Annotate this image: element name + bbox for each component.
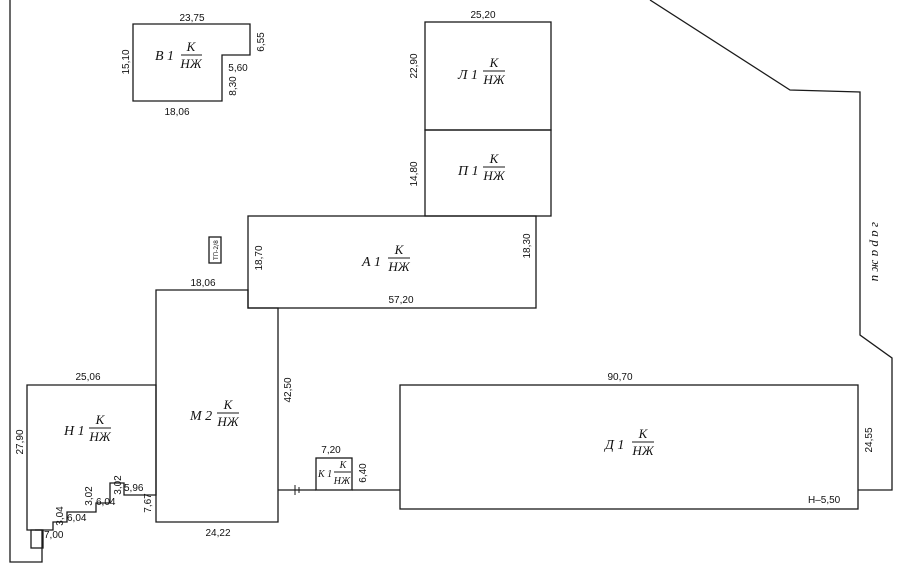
dim-n-s3: 6,04 <box>96 497 116 508</box>
building-d-top: К <box>638 426 649 441</box>
building-v-bottom: НЖ <box>179 56 202 71</box>
building-l-bottom: НЖ <box>482 72 505 87</box>
building-d: 90,70 24,55 Н–5,50 Д 1 К НЖ <box>399 372 875 510</box>
building-m-top: К <box>223 397 234 412</box>
building-a: 18,70 18,30 57,20 А 1 К НЖ <box>247 215 537 309</box>
building-a-bottom: НЖ <box>387 259 410 274</box>
building-k-bottom: НЖ <box>333 476 351 487</box>
garages-label: г а р а ж и <box>869 222 884 282</box>
building-v: 23,75 15,10 6,55 5,60 8,30 18,06 В 1 К Н… <box>121 13 267 118</box>
building-l-top: К <box>489 55 500 70</box>
dim-d-height: Н–5,50 <box>808 495 841 506</box>
dim-a-left: 18,70 <box>254 245 265 270</box>
dim-a-bottom: 57,20 <box>388 295 413 306</box>
building-v-top: К <box>186 39 197 54</box>
dim-m-left: 7,67 <box>143 493 154 513</box>
site-boundary <box>9 0 43 563</box>
dim-k-right: 6,40 <box>358 463 369 483</box>
building-l: 25,20 22,90 Л 1 К НЖ <box>409 10 552 131</box>
dim-n-top: 25,06 <box>75 372 100 383</box>
building-d-name: Д 1 <box>603 438 624 453</box>
dim-k-top: 7,20 <box>321 445 341 456</box>
building-a-top: К <box>394 242 405 257</box>
dim-v-right: 6,55 <box>256 32 267 52</box>
dim-l-top: 25,20 <box>470 10 495 21</box>
building-m-bottom: НЖ <box>216 414 239 429</box>
dim-n-s4: 3,02 <box>84 486 95 506</box>
building-p-name: П 1 <box>457 164 479 179</box>
dim-m-bottom: 24,22 <box>205 528 230 539</box>
building-m-name: М 2 <box>189 409 212 424</box>
building-d-bottom: НЖ <box>631 443 654 458</box>
dim-n-s2: 3,02 <box>113 475 124 495</box>
dim-p-left: 14,80 <box>409 161 420 186</box>
dim-n-s6: 3,04 <box>55 506 66 526</box>
building-l-name: Л 1 <box>457 68 478 83</box>
building-k-name: К 1 <box>317 469 332 480</box>
substation-label: ТП-2/8 <box>213 240 220 261</box>
dim-m-right: 42,50 <box>283 377 294 402</box>
dim-l-left: 22,90 <box>409 53 420 78</box>
site-boundary-east <box>649 0 893 491</box>
building-m: 18,06 42,50 24,22 7,67 М 2 К НЖ <box>143 278 294 539</box>
building-k-top: К <box>339 460 348 471</box>
building-v-name: В 1 <box>155 49 174 64</box>
building-p: 14,80 П 1 К НЖ <box>409 129 552 217</box>
building-p-top: К <box>489 151 500 166</box>
dim-d-top: 90,70 <box>607 372 632 383</box>
building-k: 7,20 6,40 К 1 К НЖ <box>315 445 369 491</box>
building-n: 25,06 27,90 5,96 3,02 6,04 3,02 6,04 3,0… <box>15 372 157 549</box>
dim-d-right: 24,55 <box>864 427 875 452</box>
dim-n-s5: 6,04 <box>67 513 87 524</box>
dim-v-left: 15,10 <box>121 49 132 74</box>
dim-v-inner: 8,30 <box>228 76 239 96</box>
building-a-name: А 1 <box>361 255 381 270</box>
dim-m-top: 18,06 <box>190 278 215 289</box>
dim-n-s1: 5,96 <box>124 483 144 494</box>
dim-n-s7: 7,00 <box>44 530 64 541</box>
dim-v-step: 5,60 <box>228 63 248 74</box>
substation-tp: ТП-2/8 <box>208 236 222 264</box>
dim-v-bottom: 18,06 <box>164 107 189 118</box>
dim-v-top: 23,75 <box>179 13 204 24</box>
building-n-bottom: НЖ <box>88 429 111 444</box>
building-n-top: К <box>95 412 106 427</box>
dim-a-right: 18,30 <box>522 233 533 258</box>
building-p-bottom: НЖ <box>482 168 505 183</box>
building-n-name: Н 1 <box>63 424 85 439</box>
dim-n-left: 27,90 <box>15 429 26 454</box>
